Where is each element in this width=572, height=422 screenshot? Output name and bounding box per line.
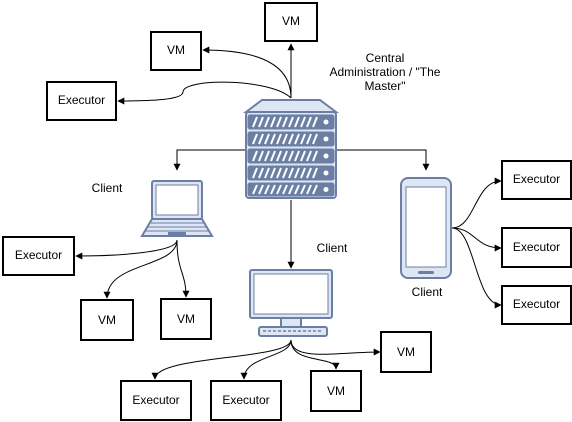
master-label-line-1: Central [366, 51, 405, 65]
executor-box-desktop-1: Executor [120, 380, 192, 421]
connector-master-vm-left [202, 46, 292, 99]
vm-box-desktop-2-label: VM [397, 345, 415, 359]
connector-phone-executor-2 [451, 227, 502, 252]
vm-box-laptop-2: VM [160, 298, 212, 340]
server-unit [247, 148, 335, 164]
executor-box-phone-1: Executor [501, 160, 572, 200]
vm-box-top-label: VM [282, 14, 300, 28]
executor-box-laptop-label: Executor [15, 248, 62, 262]
client-label-laptop: Client [92, 181, 123, 195]
server-rack-icon [243, 99, 339, 199]
vm-box-desktop-1: VM [310, 370, 362, 412]
connector-laptop-vm-2 [176, 239, 190, 298]
executor-box-phone-1-label: Executor [513, 172, 560, 186]
laptop-icon [140, 180, 214, 237]
server-unit [247, 165, 335, 181]
master-label-line-3: Master" [365, 79, 406, 93]
client-label-phone: Client [412, 285, 443, 299]
connector-laptop-vm-1 [103, 239, 178, 299]
executor-box-master: Executor [46, 81, 117, 121]
vm-box-laptop-2-label: VM [177, 312, 195, 326]
vm-box-left: VM [150, 31, 202, 71]
executor-box-desktop-2: Executor [210, 380, 282, 421]
connector-desktop-executor-1 [151, 339, 292, 380]
vm-box-desktop-2: VM [380, 331, 432, 373]
server-unit [247, 131, 335, 147]
master-label: Central Administration / "The Master" [330, 51, 441, 93]
desktop-monitor-icon [249, 269, 333, 337]
server-unit [247, 114, 335, 130]
connectors [75, 43, 502, 380]
connector-desktop-executor-2 [240, 339, 292, 380]
server-unit [247, 182, 335, 197]
client-label-desktop: Client [317, 241, 348, 255]
vm-box-left-label: VM [167, 43, 185, 57]
executor-box-master-label: Executor [58, 93, 105, 107]
vm-box-desktop-1-label: VM [327, 384, 345, 398]
vm-box-laptop-1: VM [80, 299, 134, 341]
connector-phone-executor-3 [451, 227, 502, 309]
executor-box-phone-3-label: Executor [513, 297, 560, 311]
executor-box-phone-3: Executor [501, 285, 572, 325]
connector-laptop-executor [75, 239, 178, 260]
connector-desktop-vm-1 [290, 339, 340, 370]
connector-phone-executor-1 [451, 177, 502, 229]
connector-desktop-vm-2 [290, 339, 381, 356]
executor-box-laptop: Executor [2, 236, 75, 276]
vm-box-top: VM [264, 2, 318, 42]
executor-box-phone-2: Executor [501, 227, 572, 268]
smartphone-icon [400, 177, 452, 279]
vm-box-laptop-1-label: VM [98, 313, 116, 327]
executor-box-desktop-2-label: Executor [222, 393, 269, 407]
master-label-line-2: Administration / "The [330, 65, 441, 79]
executor-box-desktop-1-label: Executor [132, 393, 179, 407]
executor-box-phone-2-label: Executor [513, 240, 560, 254]
connector-master-executor [117, 81, 292, 105]
